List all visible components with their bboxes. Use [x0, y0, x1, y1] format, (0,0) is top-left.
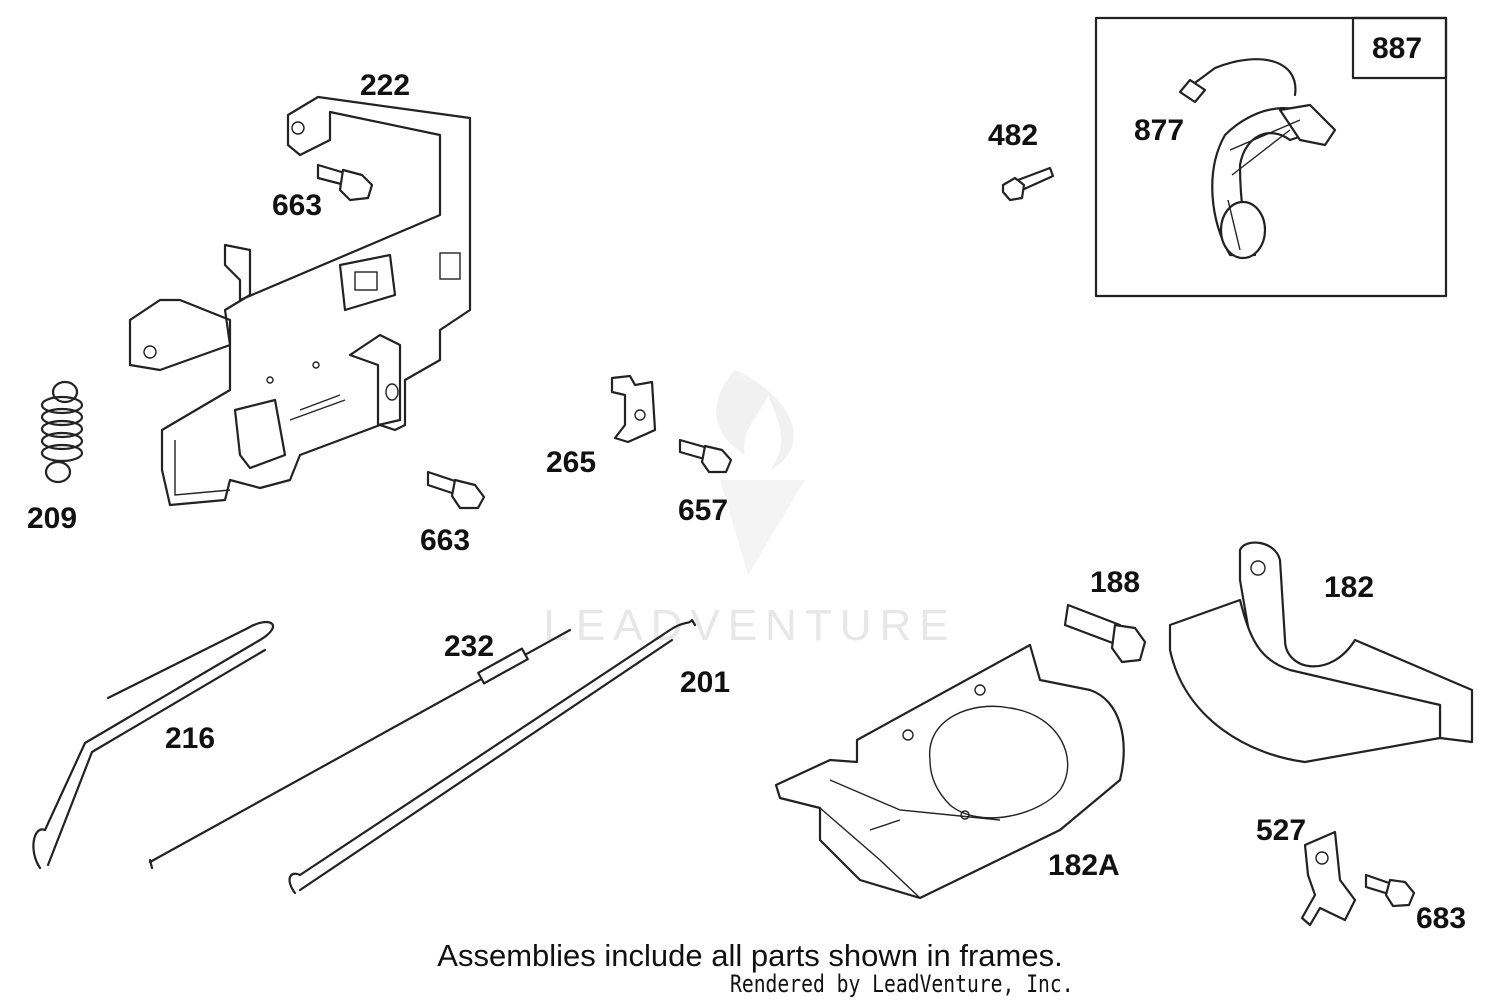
cover-182: [1168, 541, 1474, 764]
label-209: 209: [27, 502, 77, 535]
label-182A: 182A: [1048, 849, 1120, 882]
housing-182A: [774, 643, 1125, 900]
clip-527: [1300, 830, 1357, 927]
bolt-657: [678, 438, 733, 474]
label-182: 182: [1324, 571, 1374, 604]
screw-482: [1001, 166, 1055, 202]
label-663-lower: 663: [420, 524, 470, 557]
assembly-frame-887: [1094, 16, 1448, 298]
clip-265: [610, 374, 657, 444]
bolt-663-lower: [426, 470, 486, 510]
governor-rod-232: [148, 628, 572, 870]
link-201: [288, 618, 697, 895]
render-credit: Rendered by LeadVenture, Inc.: [730, 970, 1074, 998]
label-222: 222: [360, 69, 410, 102]
label-482: 482: [988, 119, 1038, 152]
label-201: 201: [680, 666, 730, 699]
control-bracket-222: [128, 95, 472, 507]
label-265: 265: [546, 446, 596, 479]
spring-209: [40, 380, 84, 484]
label-232: 232: [444, 630, 494, 663]
label-527: 527: [1256, 814, 1306, 847]
label-877: 877: [1134, 114, 1184, 147]
bolt-683: [1364, 873, 1416, 908]
sensor-877: [1178, 58, 1337, 260]
bolt-188: [1063, 603, 1147, 664]
assembly-note: Assemblies include all parts shown in fr…: [437, 938, 1063, 973]
watermark-text: LEADVENTURE: [543, 601, 956, 650]
label-216: 216: [165, 722, 215, 755]
rod-216: [32, 620, 274, 870]
label-188: 188: [1090, 566, 1140, 599]
watermark-logo: [716, 370, 805, 575]
bolt-663-upper: [316, 163, 374, 202]
label-887: 887: [1372, 32, 1422, 65]
label-683: 683: [1416, 902, 1466, 935]
label-663-upper: 663: [272, 189, 322, 222]
label-657: 657: [678, 494, 728, 527]
